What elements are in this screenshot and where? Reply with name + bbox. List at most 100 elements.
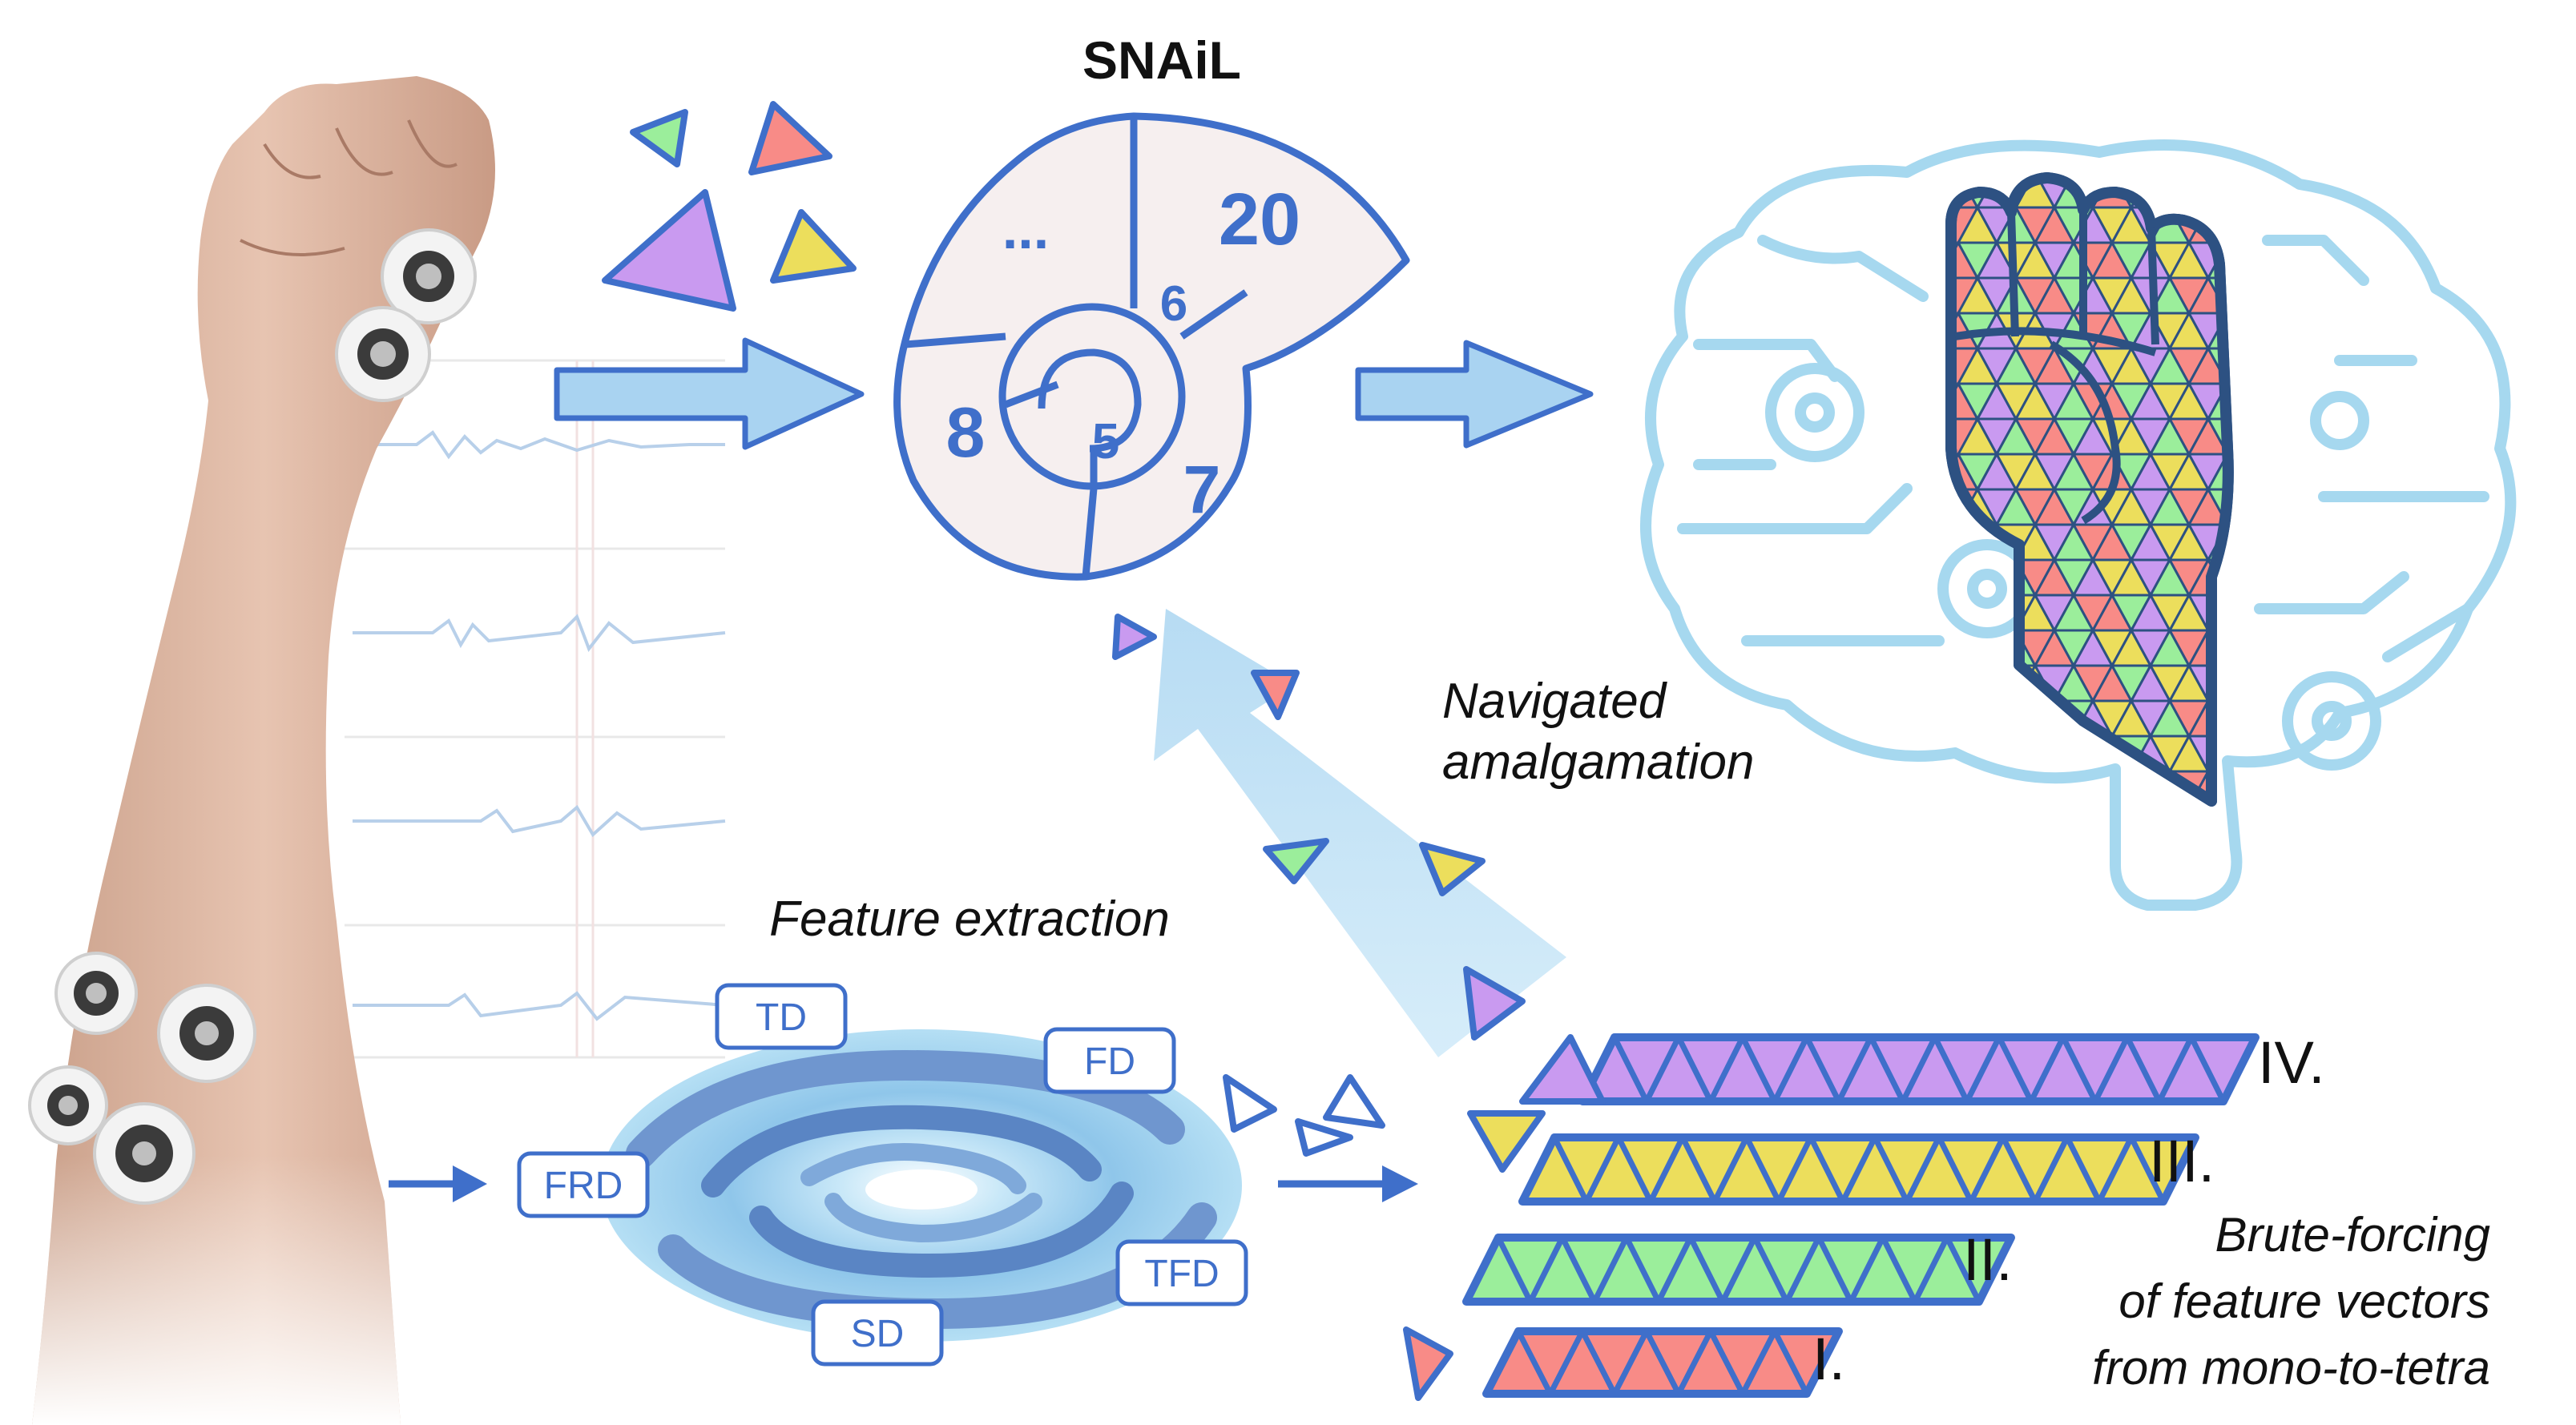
fist-triangle [2014,699,2057,739]
svg-text:FRD: FRD [544,1165,623,1207]
domain-box-frd: FRD [517,1151,650,1218]
fist-triangle [1977,807,2016,842]
fist-triangle [2225,698,2228,738]
fist-triangle [2247,419,2285,454]
snail-segment: 7 [1183,452,1221,527]
fist-triangle [1951,662,1980,702]
strip-row-ii [1462,1234,2015,1306]
strip-label-iv: IV. [2258,1029,2325,1096]
fist-outline [1945,172,2234,807]
fist-mosaic [1939,178,2324,842]
fist-triangle [2054,807,2093,842]
snail-shell-icon [893,112,1410,581]
fist-triangle [2225,382,2228,422]
snail-segment: 6 [1160,276,1187,332]
fist-triangle [2131,807,2170,842]
fist-triangle [2247,807,2285,842]
fist-triangle [1939,807,1977,842]
fist-triangle [2148,178,2191,211]
fist-lines [1954,210,2159,525]
fist-triangle [2033,735,2076,775]
fist-triangle [2266,771,2304,807]
fist-triangle [2266,313,2304,348]
fist-triangle [2247,348,2285,384]
svg-text:FD: FD [1084,1041,1135,1083]
fist-triangle [1958,807,1997,842]
fist-triangle [2014,733,2057,773]
strip-frame [1518,1133,2199,1206]
fist-triangle [2225,523,2228,563]
fist-triangle [1956,664,1999,704]
fist-triangle [2225,312,2228,352]
electrode [93,1102,196,1205]
svg-text:TFD: TFD [1144,1253,1219,1295]
domain-box-sd: SD [811,1299,944,1367]
fist-triangle [2206,178,2228,209]
fist-triangle [2187,178,2228,211]
fist-triangle [2266,243,2304,278]
fist-triangle [2285,348,2324,384]
fist-triangle [2225,275,2228,315]
svg-text:TD: TD [756,996,807,1039]
fist-triangle [1994,698,2038,738]
fist-triangle [2247,243,2285,278]
fist-triangle [2266,807,2304,842]
fist-triangle [2247,454,2285,489]
feature-vector-strips [1462,1033,2260,1398]
fist-triangle [2225,204,2228,244]
arrow-vectors-to-snail [1154,609,1566,1057]
fist-triangle [2247,278,2285,313]
bruteforce-caption-line2: of feature vectors [2118,1274,2490,1328]
strip-label-iii: III. [2149,1128,2215,1194]
strip-frame [1462,1234,2015,1306]
fist-triangle [2225,178,2228,211]
domain-box-td: TD [715,983,848,1050]
loose-triangle [1467,1110,1546,1173]
strip-row-iv [1578,1033,2260,1105]
electrode [28,1065,108,1145]
strip-labels: IV. III. II. I. [1812,1029,2325,1392]
bruteforce-caption-line3: from mono-to-tetra [2092,1341,2490,1395]
fist-triangle [2225,627,2228,667]
fist-triangle [2167,178,2211,209]
electrode [335,306,431,402]
fist-triangle [2247,666,2285,701]
emg-signal-traces [345,359,726,1059]
domain-box-fd: FD [1043,1027,1176,1094]
bruteforce-caption-line1: Brute-forcing [2215,1208,2490,1262]
fist-triangle [2266,278,2304,313]
fist-triangle [1956,768,1999,801]
fist-triangle [2266,630,2304,666]
brain-circuit-icon [1640,139,2517,911]
fist-triangle [2266,560,2304,595]
fist-triangle [2266,454,2304,489]
fist-triangle [2285,560,2324,595]
fist-triangle [2285,489,2324,525]
fist-triangle [2225,345,2228,385]
arrow-cyclone-to-vectors [1278,1165,1418,1202]
fist-triangle [2247,771,2285,807]
fist-triangle [2074,807,2112,842]
amalgamation-caption-line2: amalgamation [1442,735,1754,790]
arrow-emg-to-snail [554,337,865,450]
amalgamation-caption-line1: Navigated [1442,674,1668,729]
fist-triangle [2225,416,2228,456]
arrow-snail-to-brain [1355,340,1594,449]
fist-triangle [2247,489,2285,525]
fist-triangle [2170,807,2208,842]
fist-triangle [2247,313,2285,348]
feature-domain-boxes: TD FD FRD TFD SD [517,983,1248,1367]
fist-triangle [1956,698,1999,738]
snail-segment: 20 [1219,179,1300,260]
snail-segment: 8 [946,392,986,472]
strip-row-iii [1518,1133,2199,1206]
fist-triangle [2052,733,2095,773]
strip-frame [1482,1327,1843,1398]
snail-segment: 5 [1092,414,1119,469]
fist-triangle [2247,630,2285,666]
fist-triangle [2266,348,2304,384]
fist-triangle [2247,384,2285,419]
snail-segment-labels: ... 20 6 8 5 7 [946,179,1301,527]
fist-triangle [2151,807,2189,842]
